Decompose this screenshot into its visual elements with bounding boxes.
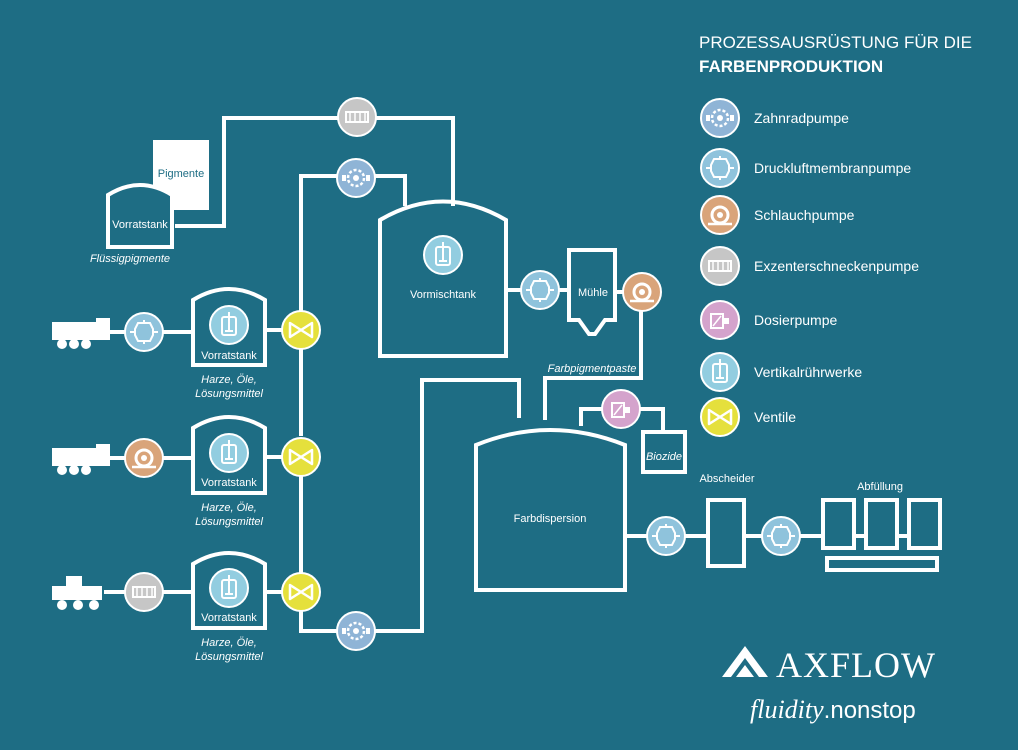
farbdispersion-label: Farbdispersion [514, 513, 587, 525]
agitator-icon [209, 305, 249, 345]
hose-pump-icon [699, 194, 741, 236]
valve-icon [280, 309, 322, 351]
biozide-tank [641, 430, 687, 474]
title-line1: PROZESSAUSRÜSTUNG FÜR DIE [699, 33, 972, 52]
legend-label: Exzenterschneckenpumpe [754, 258, 919, 274]
pipe-bottom-gear-to-farb [375, 378, 521, 633]
valve-icon [699, 396, 741, 438]
diaphragm-pump-icon [761, 516, 801, 556]
biozide-label: Biozide [646, 451, 682, 463]
abscheider-label: Abscheider [699, 473, 754, 485]
legend-item: Dosierpumpe [700, 300, 837, 340]
harze-label-1a: Harze, Öle, [201, 374, 257, 386]
legend-item: Vertikalrührwerke [700, 352, 862, 392]
legend-item: Zahnradpumpe [699, 97, 849, 139]
axflow-logo-icon [722, 646, 768, 677]
abfuellung-container-2 [864, 498, 899, 550]
legend-label: Druckluftmembranpumpe [754, 160, 911, 176]
vorratstank-fluessig [106, 183, 174, 249]
diaphragm-pump-icon [520, 270, 560, 310]
valve-icon [280, 436, 322, 478]
harze-label-1b: Lösungsmittel [195, 388, 263, 400]
legend-label: Dosierpumpe [754, 312, 837, 328]
abfuellung-label: Abfüllung [857, 481, 903, 493]
vorratstank-2 [191, 415, 267, 495]
legend-label: Vertikalrührwerke [754, 364, 862, 380]
agitator-icon [209, 433, 249, 473]
fluessigpigmente-label: Flüssigpigmente [90, 253, 170, 265]
legend-item: Druckluftmembranpumpe [700, 148, 911, 188]
legend-label: Zahnradpumpe [754, 110, 849, 126]
vorratstank-label-3: Vorratstank [201, 612, 257, 624]
legend-item: Exzenterschneckenpumpe [700, 246, 919, 286]
legend-label: Ventile [754, 409, 796, 425]
pipe-paste [543, 310, 643, 420]
gear-pump-icon [699, 97, 741, 139]
pipe-gear-to-vormisch [375, 174, 407, 206]
pipe-fluessigpigmente [175, 116, 339, 228]
truck-icon [52, 318, 110, 349]
legend-item: Schlauchpumpe [699, 194, 855, 236]
harze-label-3a: Harze, Öle, [201, 637, 257, 649]
agitator-icon [700, 352, 740, 392]
muehle [567, 248, 617, 336]
legend: ZahnradpumpeDruckluftmembranpumpeSchlauc… [699, 97, 919, 438]
vorratstank-label-1: Vorratstank [201, 350, 257, 362]
vorratstank-label-2: Vorratstank [201, 477, 257, 489]
vorratstank-label-0: Vorratstank [112, 219, 168, 231]
gear-pump-icon [335, 157, 377, 199]
screw-pump-icon [124, 572, 164, 612]
muehle-label: Mühle [578, 287, 608, 299]
vorratstank-1 [191, 287, 267, 367]
legend-label: Schlauchpumpe [754, 207, 855, 223]
valve-icon [280, 571, 322, 613]
gear-pump-icon [335, 610, 377, 652]
title-block: PROZESSAUSRÜSTUNG FÜR DIE FARBENPRODUKTI… [699, 33, 972, 76]
title-line2: FARBENPRODUKTION [699, 57, 883, 76]
hose-pump-icon [621, 271, 663, 313]
pipe-dosing [579, 407, 603, 426]
farbdispersion [474, 428, 627, 592]
abfuellung-conveyor [825, 556, 939, 572]
vormischtank-label: Vormischtank [410, 289, 477, 301]
vorratstank-3 [191, 551, 267, 630]
dosing-pump-icon [601, 389, 641, 429]
harze-label-2b: Lösungsmittel [195, 516, 263, 528]
brand: AXFLOW fluidity.nonstop [722, 645, 936, 724]
screw-pump-icon [700, 246, 740, 286]
farbpigmentpaste-label: Farbpigmentpaste [548, 363, 637, 375]
diaphragm-pump-icon [124, 312, 164, 352]
agitator-icon [423, 235, 463, 275]
brand-tagline: fluidity.nonstop [750, 695, 916, 724]
tagline-rest: .nonstop [824, 697, 916, 724]
diaphragm-pump-icon [646, 516, 686, 556]
diaphragm-pump-icon [700, 148, 740, 188]
hose-pump-icon [123, 437, 165, 479]
truck-icon [52, 444, 110, 475]
abscheider [706, 498, 746, 568]
vessels: Pigmente Vorratstank Flüssigpigmente Vor… [90, 140, 942, 663]
pipe-vertical-main [299, 174, 337, 312]
abfuellung-container-1 [821, 498, 856, 550]
vormischtank [378, 199, 508, 358]
tagline-italic: fluidity [750, 695, 824, 724]
legend-item: Ventile [699, 396, 796, 438]
agitator-icon [209, 568, 249, 608]
pipe-screw-to-vormisch [375, 116, 455, 206]
pipe-vertical-bottom [299, 610, 337, 633]
screw-pump-icon [337, 97, 377, 137]
dosing-pump-icon [700, 300, 740, 340]
harze-label-3b: Lösungsmittel [195, 651, 263, 663]
rail-car-icon [52, 576, 102, 610]
pigmente-label: Pigmente [158, 168, 204, 180]
brand-name: AXFLOW [776, 645, 936, 685]
pipe-dosing-to-biozide [640, 407, 665, 432]
abfuellung-container-3 [907, 498, 942, 550]
trucks [52, 318, 110, 610]
harze-label-2a: Harze, Öle, [201, 502, 257, 514]
